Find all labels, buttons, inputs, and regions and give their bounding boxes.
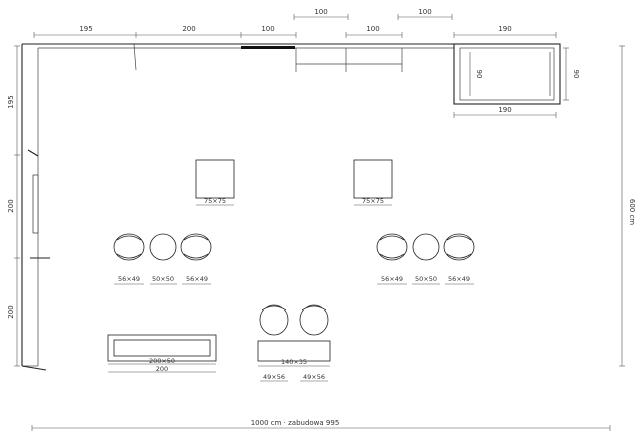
dim-box-90-left: 90 [475,70,483,79]
bench-label: 140×35 [281,358,307,366]
dim-left-200-a: 200 [7,199,15,212]
storage-box-outer [453,43,561,105]
chair-right-1-label: 56×49 [381,275,403,283]
table-left-label: 75×75 [204,197,226,205]
bench-body [257,340,331,362]
chair-left-2 [149,233,177,261]
left-wall-joint-a [27,149,39,157]
chair-right-2 [412,233,440,261]
dim-top-200: 200 [182,25,195,33]
chair-right-3-label: 56×49 [448,275,470,283]
dim-top-190: 190 [498,25,511,33]
dim-left-195: 195 [7,95,15,108]
counter-label: 200×50 [149,357,175,365]
chair-right-2-label: 50×50 [415,275,437,283]
left-wall-window [32,174,39,234]
chairs-right: 56×49 50×50 56×49 [376,233,475,285]
chair-left-2-label: 50×50 [152,275,174,283]
left-wall-corner [21,365,47,371]
dim-left-200-b: 200 [7,305,15,318]
tables: 75×75 75×75 [195,159,393,206]
armchair-1-label: 49×56 [263,373,285,381]
chair-left-3 [180,233,212,261]
dim-box-90-right: 90 [572,70,580,79]
top-partition-a [133,43,137,71]
counter-width-label: 200 [156,365,168,373]
dim-top-100-a: 100 [261,25,274,33]
dim-top-100-b: 100 [366,25,379,33]
dim-bottom-total: 1000 cm · zabudowa 995 [251,419,340,427]
dimension-lines: 195 200 100 100 100 100 190 190 90 90 [7,8,636,431]
table-left [195,159,235,199]
armchairs: 49×56 49×56 [259,304,329,382]
counter-top [113,339,211,357]
table-right [353,159,393,199]
dim-right-600: 600 cm [628,199,636,225]
armchair-1 [259,304,289,336]
dim-box-190: 190 [498,106,511,114]
dim-top-195: 195 [79,25,92,33]
armchair-2 [299,304,329,336]
top-beam [241,46,295,49]
chair-left-1 [113,233,145,261]
dim-upper-100-b: 100 [418,8,431,16]
chair-right-3 [443,233,475,261]
counter: 200×50 200 [107,334,217,373]
chair-left-3-label: 56×49 [186,275,208,283]
chair-left-1-label: 56×49 [118,275,140,283]
storage-box-inner [459,47,555,101]
bench: 140×35 [257,340,331,367]
walls [21,43,561,371]
armchair-2-label: 49×56 [303,373,325,381]
chair-right-1 [376,233,408,261]
table-right-label: 75×75 [362,197,384,205]
dim-upper-100-a: 100 [314,8,327,16]
chairs-left: 56×49 50×50 56×49 [113,233,212,285]
